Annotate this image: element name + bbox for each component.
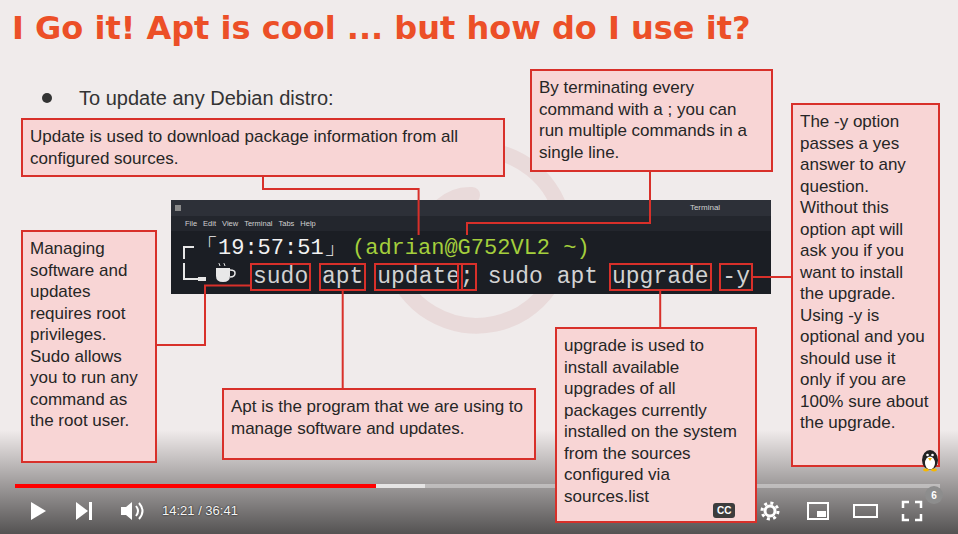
menu-item: Terminal	[244, 219, 272, 228]
menu-item: View	[222, 219, 238, 228]
leader-line	[342, 291, 344, 388]
command-word: upgrade	[612, 265, 709, 289]
highlight-box: update	[374, 263, 463, 291]
command-word: -y	[722, 265, 750, 289]
cc-button: CC	[713, 503, 735, 518]
volume-icon	[121, 502, 143, 520]
callout-text: Apt is the program that we are using to …	[231, 396, 527, 439]
highlight-box: apt	[319, 263, 366, 291]
slide-title: I Go it! Apt is cool ... but how do I us…	[12, 8, 751, 48]
fullscreen-icon	[903, 502, 921, 520]
leader-line	[753, 276, 791, 278]
callout-box: By terminating every command with a ; yo…	[530, 69, 773, 172]
callout-box: Update is used to download package infor…	[21, 118, 505, 177]
window-title: Terminal	[690, 203, 720, 213]
prompt-decoration	[198, 277, 206, 281]
bullet-dot	[42, 93, 52, 103]
highlight-box: sudo	[250, 263, 311, 291]
leader-line	[659, 291, 661, 327]
highlight-box: ;	[457, 263, 477, 291]
prompt-user: (adrian@G752VL2 ~)	[352, 235, 590, 263]
command-word: update	[377, 265, 460, 289]
command-text: sudo apt	[488, 265, 598, 289]
callout-box: Apt is the program that we are using to …	[222, 388, 536, 460]
menu-item: Help	[300, 219, 315, 228]
penguin-avatar	[922, 450, 938, 471]
callout-text: Managing software and updates requires r…	[30, 238, 148, 432]
callout-box: Managing software and updates requires r…	[21, 230, 157, 463]
menu-item: Edit	[203, 219, 216, 228]
callout-text: By terminating every command with a ; yo…	[539, 77, 764, 163]
notification-badge	[925, 486, 943, 504]
video-time: 14:21 / 36:41	[162, 503, 238, 519]
highlight-box: -y	[719, 263, 753, 291]
settings-gear-icon	[762, 503, 778, 519]
callout-text: The -y option passes a yes answer to any…	[800, 111, 931, 434]
command-word: apt	[322, 265, 363, 289]
callout-text: upgrade is used to install available upg…	[564, 335, 748, 507]
command-word: ;	[460, 265, 474, 289]
miniplayer-icon	[808, 503, 828, 519]
prompt-time: 「19:57:51」	[196, 235, 346, 263]
coffee-cup-icon	[216, 261, 235, 282]
terminal-window-frame	[171, 200, 771, 294]
callout-text: Update is used to download package infor…	[30, 126, 496, 169]
bullet-text: To update any Debian distro:	[79, 86, 334, 111]
progress-bar	[15, 484, 940, 488]
menu-item: File	[185, 219, 197, 228]
menu-item: Tabs	[279, 219, 295, 228]
next-icon	[76, 502, 92, 520]
callout-box: upgrade is used to install available upg…	[555, 327, 757, 523]
highlight-box: upgrade	[609, 263, 712, 291]
callout-box: The -y option passes a yes answer to any…	[791, 103, 940, 467]
leader-line	[157, 285, 250, 345]
theater-icon	[854, 505, 877, 517]
notification-count: 6	[931, 489, 937, 502]
play-icon	[31, 502, 46, 520]
command-word: sudo	[253, 265, 308, 289]
